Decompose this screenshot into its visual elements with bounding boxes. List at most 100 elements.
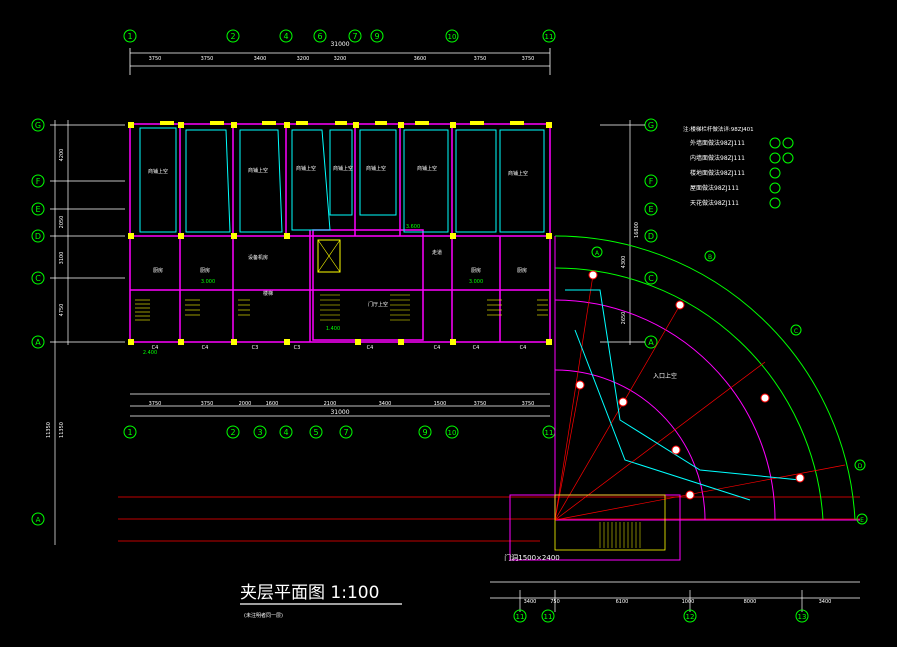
entrance-void-label: 入口上空 [653, 372, 677, 380]
room-hall-void: 门厅上空 [368, 301, 388, 308]
svg-text:A: A [595, 250, 600, 257]
svg-text:E: E [648, 205, 653, 214]
notes-line-4: 屋面做法98ZJ111 [690, 184, 739, 192]
drawing-title: 夹层平面图 1:100 [240, 583, 379, 603]
room-corridor: 走道 [432, 249, 442, 256]
notes-line-5: 天花做法98ZJ111 [690, 199, 739, 207]
svg-text:13: 13 [798, 613, 807, 621]
svg-text:3400: 3400 [819, 599, 832, 605]
right-dimension-text: 16800 4300 2650 [621, 222, 640, 324]
bottom-total-dimension: 31000 [330, 409, 349, 416]
svg-text:D: D [35, 232, 41, 241]
svg-text:2100: 2100 [324, 401, 337, 407]
svg-text:1000: 1000 [682, 599, 695, 605]
top-axis-2: 2 [230, 32, 235, 41]
svg-text:3750: 3750 [149, 401, 162, 407]
svg-text:B: B [708, 254, 712, 261]
room-shop-void-2: 商铺上空 [248, 167, 268, 174]
bottom-right-axis-bubbles: 11 11 12 13 [513, 609, 809, 623]
room-shop-void-5: 商铺上空 [366, 165, 386, 172]
svg-text:3400: 3400 [379, 401, 392, 407]
svg-text:A: A [36, 516, 41, 524]
svg-text:11: 11 [516, 613, 525, 621]
svg-text:2.400: 2.400 [143, 350, 157, 356]
svg-text:3400: 3400 [254, 56, 267, 62]
notes-heading: 注:楼梯栏杆做法详:98ZJ401 [683, 125, 754, 133]
svg-text:3200: 3200 [297, 56, 310, 62]
bottom-row-dimensions: 3750 3750 2000 1600 2100 3400 1500 3750 … [149, 401, 535, 407]
room-shop-void-1: 商铺上空 [148, 168, 168, 175]
arc-axis-bubbles: A B C D E [591, 246, 868, 525]
svg-text:750: 750 [550, 599, 560, 605]
svg-text:3750: 3750 [522, 56, 535, 62]
svg-text:C4: C4 [202, 345, 209, 351]
svg-text:C4: C4 [473, 345, 480, 351]
building-walls [129, 123, 551, 343]
svg-text:D: D [858, 463, 863, 470]
svg-text:C4: C4 [520, 345, 527, 351]
svg-text:3.000: 3.000 [201, 279, 215, 285]
notes-block: 注:楼梯栏杆做法详:98ZJ401 外墙面做法98ZJ111 内墙面做法98ZJ… [683, 125, 754, 207]
svg-text:F: F [649, 177, 654, 186]
entrance-block [509, 494, 681, 561]
bottom-right-dimension-lines [490, 581, 860, 612]
svg-text:11350: 11350 [59, 422, 65, 438]
stairs [135, 294, 548, 321]
room-equipment: 设备机房 [248, 254, 268, 261]
entrance-stair-hatch [599, 522, 641, 548]
room-kitchen-3: 厨房 [471, 267, 481, 274]
svg-text:2: 2 [230, 428, 235, 437]
svg-text:7: 7 [343, 428, 348, 437]
svg-text:1.400: 1.400 [326, 326, 340, 332]
svg-text:C: C [794, 328, 798, 335]
svg-text:3200: 3200 [334, 56, 347, 62]
svg-text:3100: 3100 [59, 252, 65, 265]
svg-text:9: 9 [422, 428, 427, 437]
svg-text:D: D [648, 232, 654, 241]
room-labels: 商铺上空 商铺上空 商铺上空 商铺上空 商铺上空 商铺上空 商铺上空 厨房 厨房… [148, 165, 528, 308]
top-dimensions [129, 48, 551, 75]
svg-text:G: G [35, 121, 41, 130]
right-axis-bubbles: G F E D C A [644, 118, 658, 349]
svg-text:3: 3 [257, 428, 262, 437]
notes-symbols [769, 137, 794, 209]
svg-text:3750: 3750 [474, 56, 487, 62]
room-kitchen-2: 厨房 [200, 267, 210, 274]
elevator-shaft [317, 239, 341, 273]
svg-text:11350: 11350 [46, 422, 52, 438]
top-row-dimensions: 3750 3750 3400 3200 3200 3600 3750 3750 [149, 56, 535, 62]
bottom-axis-bubbles: 1 2 3 4 5 7 9 10 11 [123, 425, 556, 439]
svg-text:C4: C4 [367, 345, 374, 351]
svg-text:1500: 1500 [434, 401, 447, 407]
svg-text:1600: 1600 [266, 401, 279, 407]
svg-text:3750: 3750 [522, 401, 535, 407]
svg-text:3750: 3750 [149, 56, 162, 62]
svg-text:6100: 6100 [616, 599, 629, 605]
room-shop-void-4: 商铺上空 [333, 165, 353, 172]
notes-line-3: 楼地面做法98ZJ111 [690, 169, 745, 177]
top-total-dimension: 31000 [330, 41, 349, 48]
svg-text:4300: 4300 [621, 256, 627, 269]
svg-text:A: A [648, 338, 654, 347]
elevation-marks: 2.400 3.600 3.000 1.400 3.000 [143, 224, 483, 356]
svg-text:8000: 8000 [744, 599, 757, 605]
svg-text:3750: 3750 [201, 401, 214, 407]
reference-lines [118, 496, 860, 542]
arc-entrance [554, 235, 860, 521]
left-dimension-text: 4200 2050 3100 4750 11350 11350 [46, 149, 65, 438]
svg-text:3.600: 3.600 [406, 224, 420, 230]
svg-text:5: 5 [313, 428, 318, 437]
svg-text:E: E [860, 517, 864, 524]
room-stair: 楼梯 [263, 290, 273, 297]
bottom-right-dimensions: 3400 750 6100 1000 8000 3400 [524, 599, 832, 605]
room-kitchen-1: 厨房 [153, 267, 163, 274]
svg-text:10: 10 [448, 429, 457, 437]
room-shop-void-7: 商铺上空 [508, 170, 528, 177]
left-axis-bubbles: G F E D C A [31, 118, 45, 349]
svg-text:2050: 2050 [59, 216, 65, 229]
svg-text:2650: 2650 [621, 312, 627, 325]
top-axis-10: 10 [448, 33, 457, 41]
svg-text:F: F [36, 177, 41, 186]
notes-line-2: 内墙面做法98ZJ111 [690, 154, 745, 162]
door-opening-label: 门洞1500×2400 [504, 553, 560, 562]
